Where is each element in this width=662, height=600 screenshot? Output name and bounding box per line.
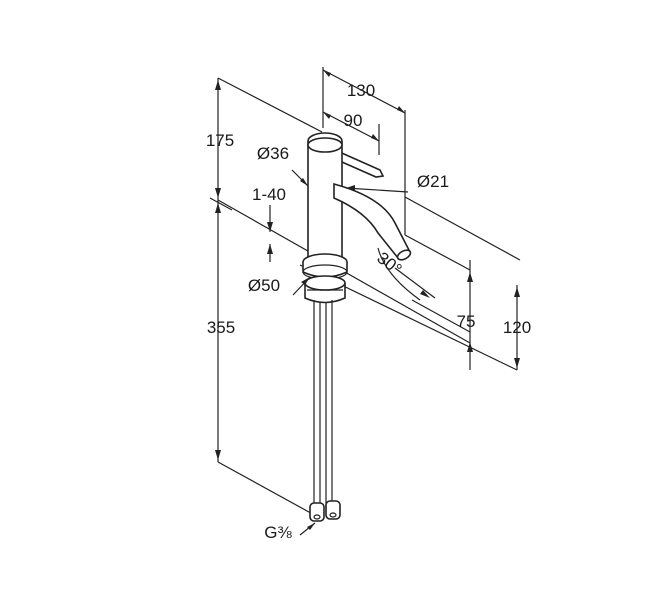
dimension-90 [322, 111, 380, 155]
label-diameter-36: Ø36 [257, 144, 289, 163]
label-175: 175 [206, 131, 234, 150]
label-diameter-21: Ø21 [417, 172, 449, 191]
faucet-body [302, 132, 412, 522]
label-75: 75 [457, 312, 476, 331]
label-diameter-50: Ø50 [248, 276, 280, 295]
label-thread: G⅜ [264, 523, 292, 542]
label-90: 90 [344, 111, 363, 130]
leader-lines [291, 169, 436, 536]
dimension-1-40 [267, 205, 273, 262]
label-355: 355 [207, 318, 235, 337]
label-120: 120 [503, 318, 531, 337]
label-1-40: 1-40 [252, 185, 286, 204]
dimension-130 [322, 67, 406, 235]
label-130: 130 [347, 81, 375, 100]
